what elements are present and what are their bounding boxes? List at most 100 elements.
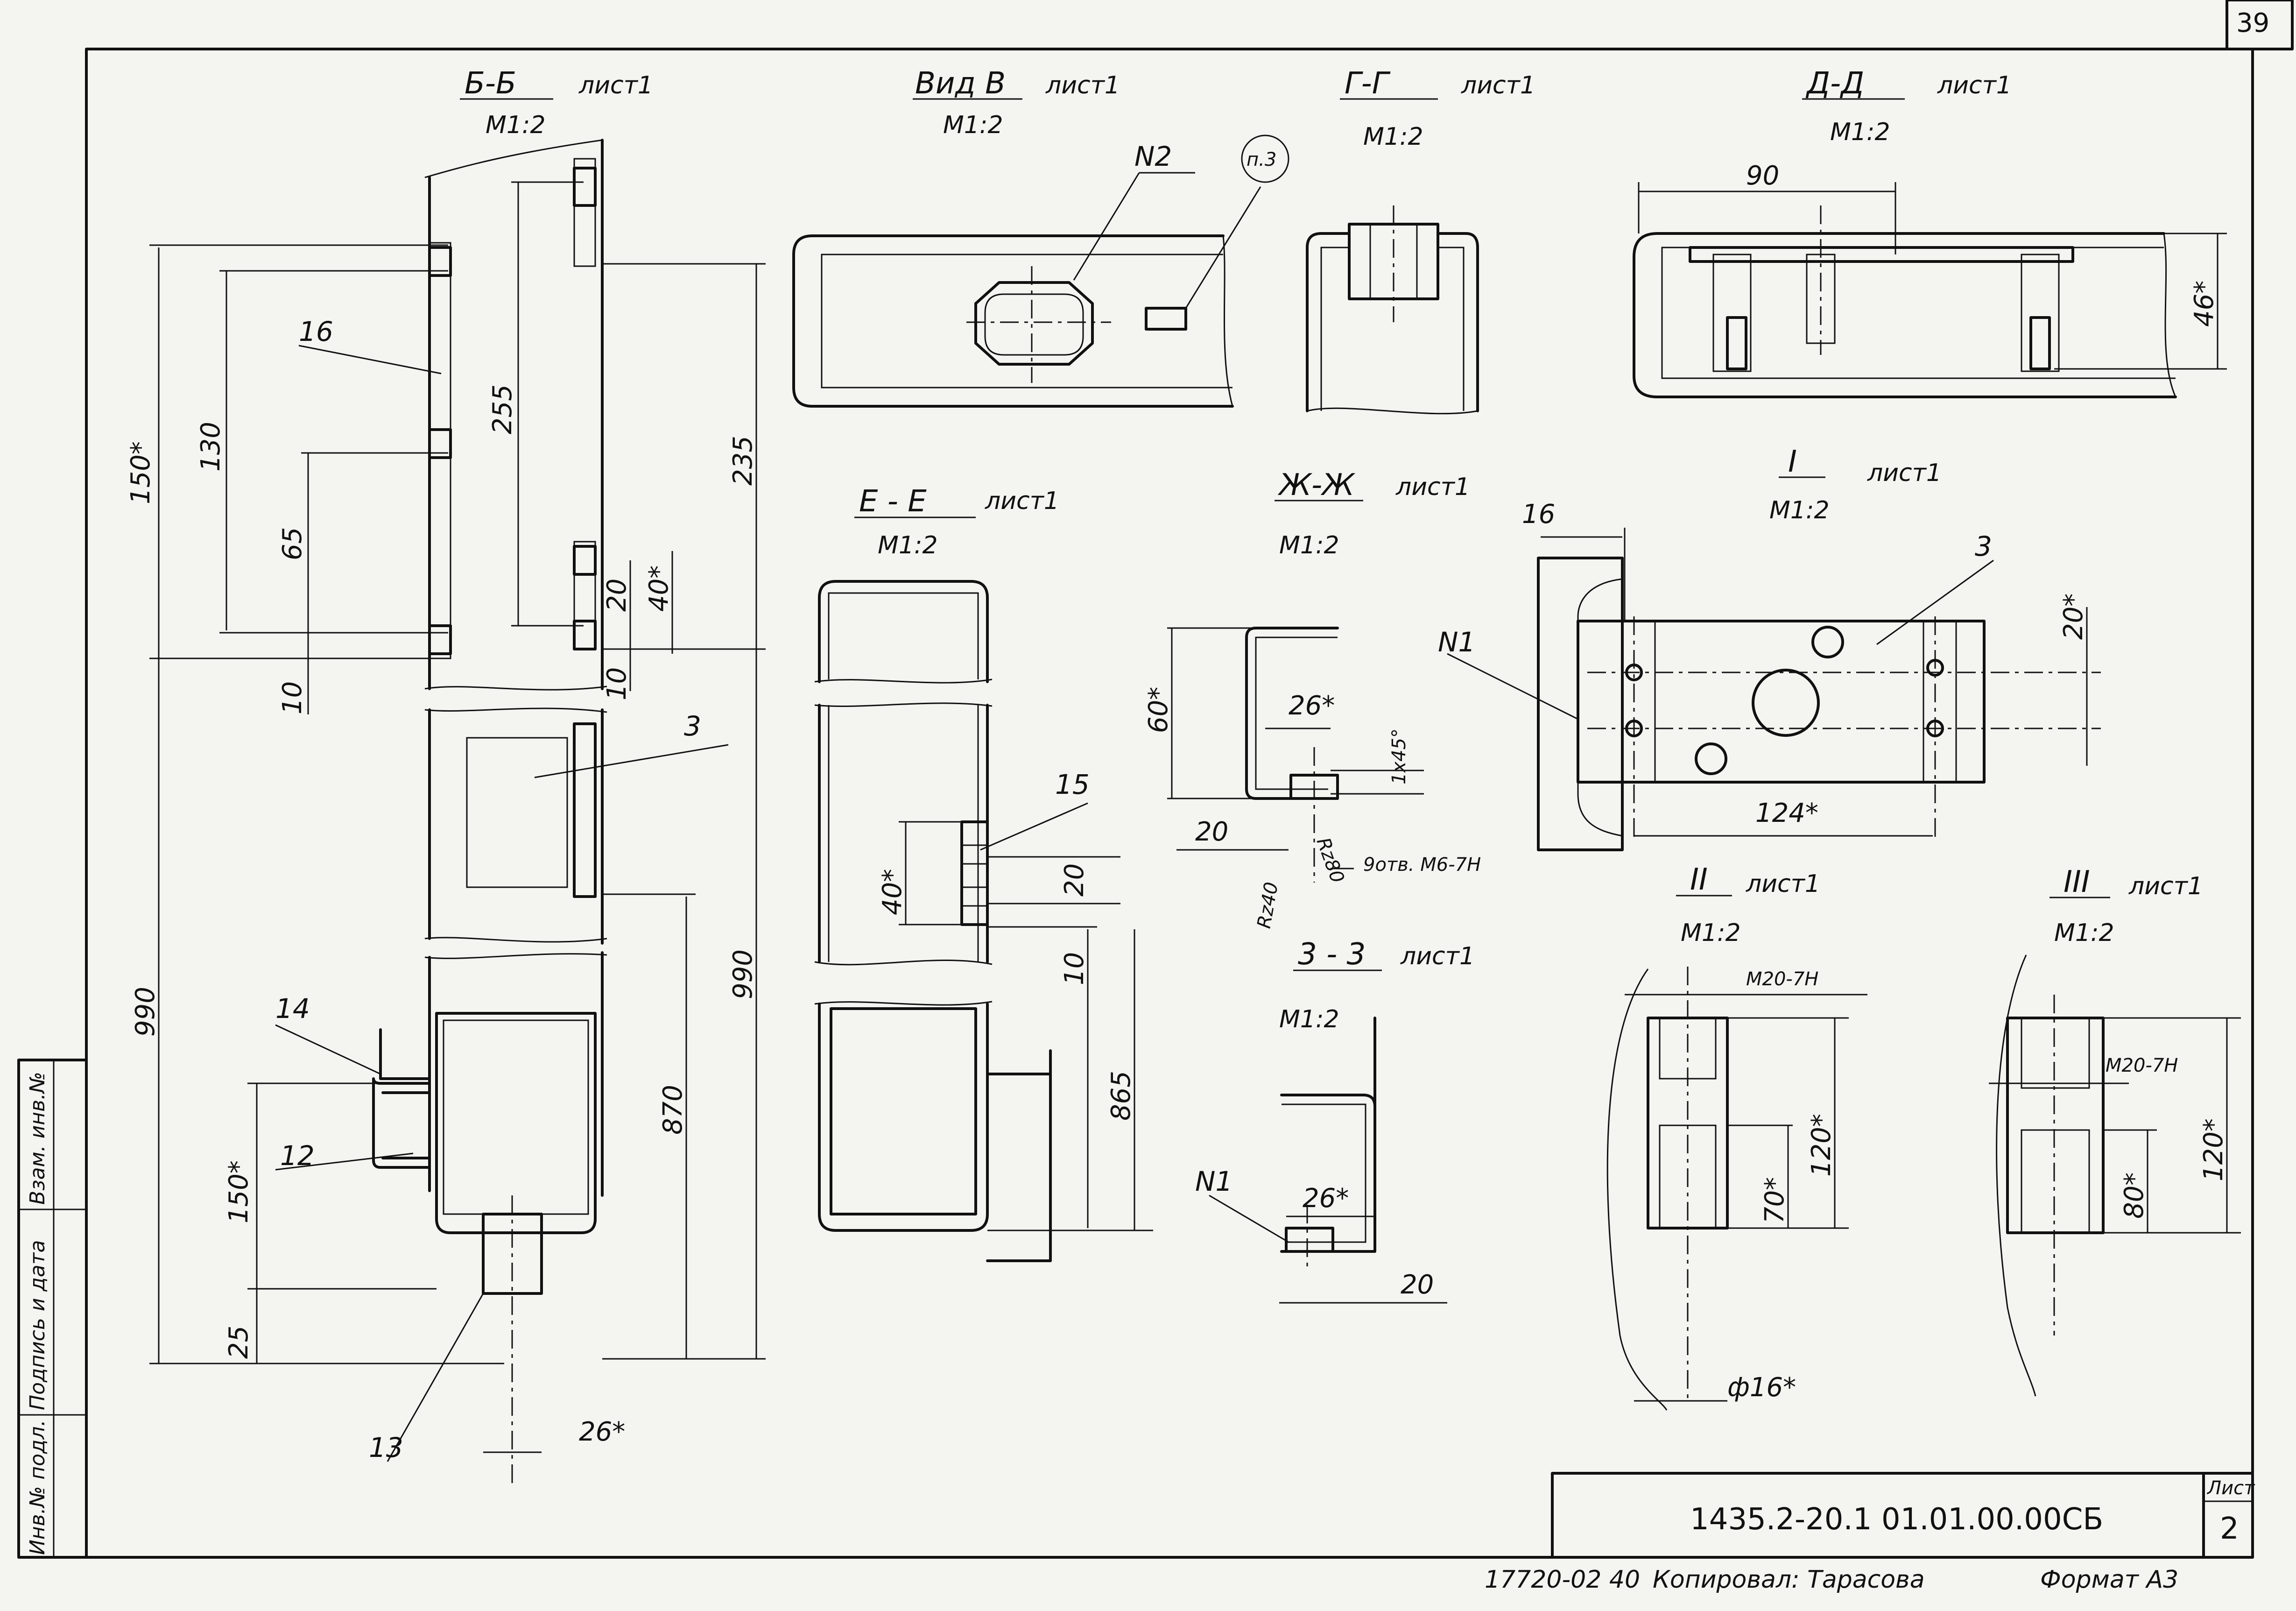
dim-ee-865: 865 xyxy=(1106,1071,1136,1121)
footer-copied: Копировал: Тарасова xyxy=(1653,1566,1925,1594)
view-bb-ref: лист1 xyxy=(578,71,653,99)
view-zhzh-scale: М1:2 xyxy=(1279,531,1339,559)
stamp-sign-label: Подпись и дата xyxy=(26,1240,49,1410)
view-vv-n2: N2 xyxy=(1134,141,1172,172)
dim-zz-20: 20 xyxy=(1401,1270,1434,1300)
dim-iii-80: 80* xyxy=(2119,1173,2149,1219)
dim-bb-990b: 990 xyxy=(728,949,758,999)
dim-ii-120: 120* xyxy=(1806,1114,1837,1177)
zhzh-rz40: Rz40 xyxy=(1254,881,1283,930)
view-ii-scale: М1:2 xyxy=(1681,919,1741,947)
view-vv-ref: лист1 xyxy=(1045,71,1120,99)
view-vv-scale: М1:2 xyxy=(943,111,1003,139)
page-number-box xyxy=(2226,0,2294,50)
view-ii-thread: М20-7Н xyxy=(1746,968,1818,990)
dim-ee-20: 20 xyxy=(1059,863,1090,897)
zhzh-holes: 9отв. М6-7Н xyxy=(1363,854,1481,876)
view-vv-note: п.3 xyxy=(1247,149,1276,170)
pos-14: 14 xyxy=(275,993,310,1025)
dim-zhzh-20: 20 xyxy=(1195,817,1228,847)
dim-i-20: 20* xyxy=(2058,594,2089,640)
dim-dd-90: 90 xyxy=(1746,161,1779,191)
view-gg-title: Г-Г xyxy=(1345,66,1391,101)
view-zz-n1: N1 xyxy=(1195,1166,1233,1197)
view-iii: III лист1 М1:2 М20-7Н 120* 80* xyxy=(1989,865,2241,1397)
stamp-inv-label: Инв.№ подл. xyxy=(26,1420,49,1555)
view-i-scale: М1:2 xyxy=(1769,496,1830,524)
view-gg: Г-Г лист1 М1:2 xyxy=(1306,66,1535,415)
view-ee-title: Е - Е xyxy=(859,484,927,519)
view-ii: II лист1 М1:2 М20-7Н 120* 70* ф16* xyxy=(1606,862,1867,1411)
view-i-3: 3 xyxy=(1975,530,1992,562)
page-number: 39 xyxy=(2236,8,2269,38)
dim-bb-65: 65 xyxy=(277,527,308,560)
view-ii-title: II xyxy=(1690,862,1708,897)
pos-13: 13 xyxy=(369,1432,403,1463)
dim-iii-120: 120* xyxy=(2198,1118,2229,1181)
dim-bb-990a: 990 xyxy=(130,987,161,1037)
view-i-16: 16 xyxy=(1522,499,1555,530)
view-zz-scale: М1:2 xyxy=(1279,1005,1339,1033)
dim-bb-255: 255 xyxy=(487,384,518,434)
view-zz: 3 - 3 лист1 М1:2 N1 26* 20 xyxy=(1195,937,1475,1304)
view-ee-scale: М1:2 xyxy=(878,531,938,559)
dim-zhzh-chamfer: 1x45° xyxy=(1388,728,1410,784)
pos-3: 3 xyxy=(684,710,701,742)
view-zhzh: Ж-Ж лист1 М1:2 60* 26* 1x45° 20 Rz80 Rz4… xyxy=(1143,468,1481,930)
view-gg-ref: лист1 xyxy=(1461,71,1535,99)
view-dd-ref: лист1 xyxy=(1937,71,2012,99)
view-i: I лист1 М1:2 16 N1 3 20* 124* xyxy=(1438,445,2101,851)
view-ii-ref: лист1 xyxy=(1746,870,1820,898)
drawing-frame xyxy=(85,48,2254,1559)
dim-bb-40: 40* xyxy=(644,565,674,612)
dim-bb-150: 150* xyxy=(126,441,156,504)
view-vv: Вид В лист1 М1:2 N2 п.3 xyxy=(792,66,1289,408)
view-dd-scale: М1:2 xyxy=(1830,118,1890,146)
binding-stamp: Инв.№ подл. Подпись и дата Взам. инв.№ xyxy=(17,1059,88,1559)
dim-bb-870: 870 xyxy=(658,1085,688,1135)
view-dd-title: Д-Д xyxy=(1805,66,1864,101)
view-ee-15: 15 xyxy=(1055,769,1090,800)
dim-bb-10b: 10 xyxy=(602,667,632,700)
dim-bb-235: 235 xyxy=(728,436,758,486)
view-bb: Б-Б лист1 М1:2 xyxy=(126,66,766,1485)
view-i-n1: N1 xyxy=(1438,626,1475,658)
view-vv-title: Вид В xyxy=(915,66,1006,101)
dim-bb-20: 20 xyxy=(602,579,632,612)
title-block: 1435.2-20.1 01.01.00.00СБ Лист 2 xyxy=(1551,1472,2255,1559)
dim-zhzh-26: 26* xyxy=(1289,691,1335,721)
dim-ee-40: 40* xyxy=(877,869,908,915)
dim-bb-150b: 150* xyxy=(224,1160,254,1223)
view-i-ref: лист1 xyxy=(1867,459,1942,487)
dim-bb-10a: 10 xyxy=(277,681,308,714)
dim-ii-70: 70* xyxy=(1760,1177,1790,1223)
view-iii-scale: М1:2 xyxy=(2054,919,2114,947)
dim-ee-10: 10 xyxy=(1059,952,1090,985)
stamp-replace-label: Взам. инв.№ xyxy=(26,1072,49,1205)
dim-bb-26: 26* xyxy=(579,1417,625,1447)
view-zz-ref: лист1 xyxy=(1400,942,1475,970)
dim-zz-26: 26* xyxy=(1303,1183,1349,1214)
view-iii-thread: М20-7Н xyxy=(2106,1055,2178,1076)
title-block-sheet-label: Лист xyxy=(2206,1477,2255,1499)
footer-format: Формат А3 xyxy=(2040,1566,2178,1594)
dim-i-124: 124* xyxy=(1755,798,1818,828)
view-dd: Д-Д лист1 М1:2 90 46* xyxy=(1633,66,2227,398)
dim-dd-46: 46* xyxy=(2189,281,2219,327)
view-iii-ref: лист1 xyxy=(2128,872,2203,900)
dim-zhzh-60: 60* xyxy=(1143,687,1174,733)
view-ee-ref: лист1 xyxy=(985,487,1059,515)
dim-ii-16: ф16* xyxy=(1727,1372,1796,1403)
view-iii-title: III xyxy=(2064,865,2090,899)
view-ee: Е - Е лист1 М1:2 15 40* 20 10 865 xyxy=(814,484,1153,1262)
title-block-sheet: 2 xyxy=(2220,1512,2239,1546)
view-bb-title: Б-Б xyxy=(465,66,516,101)
footer-order: 17720-02 40 xyxy=(1485,1566,1640,1594)
pos-16: 16 xyxy=(299,316,333,347)
view-zz-title: 3 - 3 xyxy=(1298,937,1366,972)
zhzh-rz80: Rz80 xyxy=(1312,835,1348,886)
dim-bb-25: 25 xyxy=(224,1326,254,1359)
view-bb-scale: М1:2 xyxy=(486,111,546,139)
title-block-code: 1435.2-20.1 01.01.00.00СБ xyxy=(1690,1502,2103,1537)
